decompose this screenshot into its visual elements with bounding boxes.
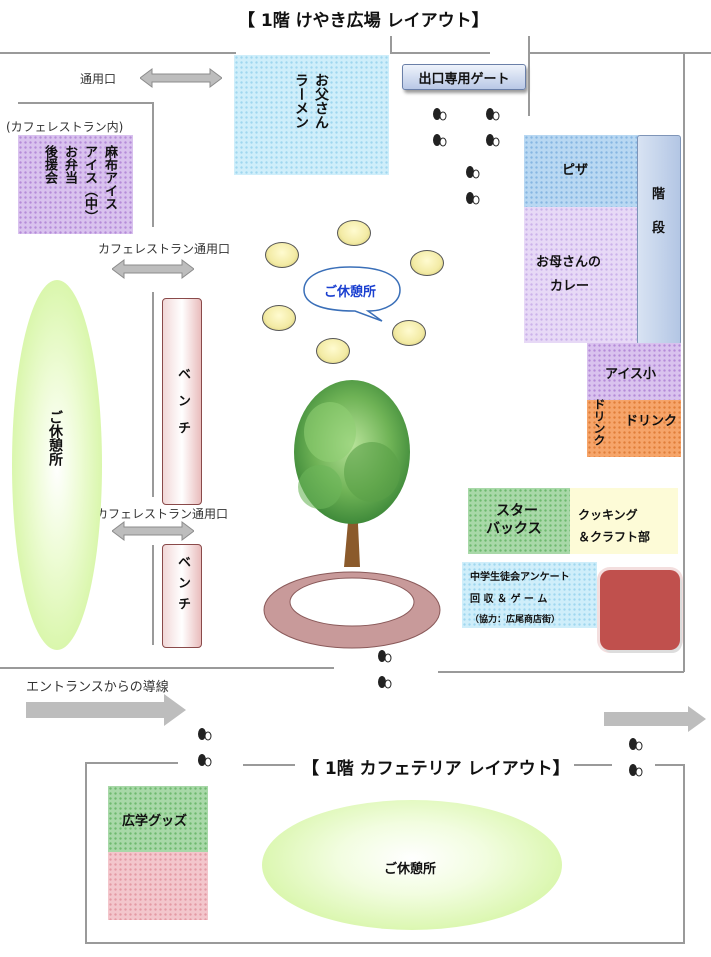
wall-bottom-right [438,671,684,673]
stall-starbucks-label-1: スター [496,503,538,519]
exit-flow-arrow [604,706,708,732]
footprints-icon [465,166,481,214]
wall-inner-left-vert [152,102,154,227]
exit-only-gate: 出口専用ゲート [402,64,526,90]
cafe-service-label-1: カフェレストラン通用口 [98,242,231,256]
stall-pizza-label: ピザ [562,163,589,178]
cafe-inside-label: (カフェレストラン内) [6,120,124,134]
cafeteria-wall-bottom [85,942,685,944]
wall-top-mid [390,52,490,54]
wall-top-gate [390,36,392,54]
stairs: 階 段 [637,135,681,345]
rest-area-bubble-label: ご休憩所 [324,285,377,300]
stall-ramen-label: お父さん ラーメン [293,73,329,129]
stall-cooking-label-2: ＆クラフト部 [578,530,651,544]
stool [337,220,371,246]
stall-curry: お母さんの カレー [524,207,637,343]
stall-goods: 広学グッズ [108,786,208,852]
bench-lower: ベンチ [162,544,202,648]
stall-drink-vertical-label: ドリンク [592,398,606,446]
stall-ice-small: アイス小 [587,343,681,400]
booth-survey-label-1: 中学生徒会アンケート [470,572,570,583]
wall-right [683,52,685,672]
stairs-label: 階 段 [652,187,666,236]
cafeteria-wall-left [85,762,87,944]
rest-area-left: ご休憩所 [12,280,102,650]
wall-bottom-left [0,667,334,669]
wall-inner-left-top [18,102,154,104]
cafe-service-label-2: カフェレストラン通用口 [96,507,229,521]
stall-ice-small-label: アイス小 [605,367,656,382]
stool [392,320,426,346]
wall-gate-post [528,36,530,116]
floor-title-keyaki: 【 1階 けやき広場 レイアウト】 [238,11,489,31]
booth-survey-label-3: （協力：広尾商店街） [470,615,561,625]
rest-area-cafeteria-label: ご休憩所 [384,862,437,877]
stall-curry-label-1: お母さんの [536,255,602,270]
rest-area-bubble: ご休憩所 [300,263,405,327]
cafeteria-wall-top-left [85,762,178,764]
booth-survey-label-2: 回 収 ＆ ゲ ー ム [470,594,548,605]
stall-drink-label: ドリンク [625,414,678,429]
cafeteria-wall-top-mid [243,764,295,766]
wall-inner-left-vert-2 [152,292,154,497]
cafe-service-arrow-1 [112,258,194,280]
stall-cooking-craft: クッキング ＆クラフト部 [570,488,678,554]
footprints-icon [628,738,644,786]
bench-lower-label: ベンチ [175,555,190,618]
footprints-icon [377,650,393,698]
rest-area-left-label: ご休憩所 [47,410,63,466]
service-entrance-label: 通用口 [80,72,117,86]
stall-starbucks-label-2: バックス [486,521,542,537]
floor-title-cafeteria: 【 1階 カフェテリア レイアウト】 [298,754,574,779]
stall-drink: ドリンク ドリンク [587,398,681,457]
wall-inner-left-vert-3 [152,545,154,645]
stall-starbucks: スター バックス [468,488,570,554]
stool [410,250,444,276]
cafeteria-wall-top-far [655,764,685,766]
entrance-flow-label: エントランスからの導線 [26,680,169,695]
stool [265,242,299,268]
bench-upper: ベンチ [162,298,202,505]
red-booth-box [600,570,680,650]
wall-top-left [0,52,236,54]
footprints-icon [197,728,213,776]
stall-goods-label: 広学グッズ [122,814,188,829]
cafeteria-wall-right [683,764,685,944]
stall-curry-label-2: カレー [550,279,590,294]
footprints-icon [485,108,501,156]
stall-azabu-label: 麻布アイス アイス（中） お弁当 後援会 [42,145,117,223]
keyaki-tree [260,372,445,656]
bench-upper-label: ベンチ [175,367,190,448]
stall-ramen: お父さん ラーメン [234,55,389,175]
stall-pizza: ピザ [524,135,639,207]
booth-survey: 中学生徒会アンケート 回 収 ＆ ゲ ー ム （協力：広尾商店街） [462,562,597,628]
wall-top-right [528,52,711,54]
rest-area-cafeteria: ご休憩所 [262,800,562,930]
stall-azabu-ice: 麻布アイス アイス（中） お弁当 後援会 [18,135,133,234]
footprints-icon [432,108,448,156]
cafe-service-arrow-2 [112,520,194,542]
service-entrance-arrow [140,67,222,89]
stall-goods-lower [108,852,208,920]
entrance-flow-arrow [26,694,188,726]
stall-cooking-label-1: クッキング [578,508,638,522]
stool [262,305,296,331]
stool [316,338,350,364]
